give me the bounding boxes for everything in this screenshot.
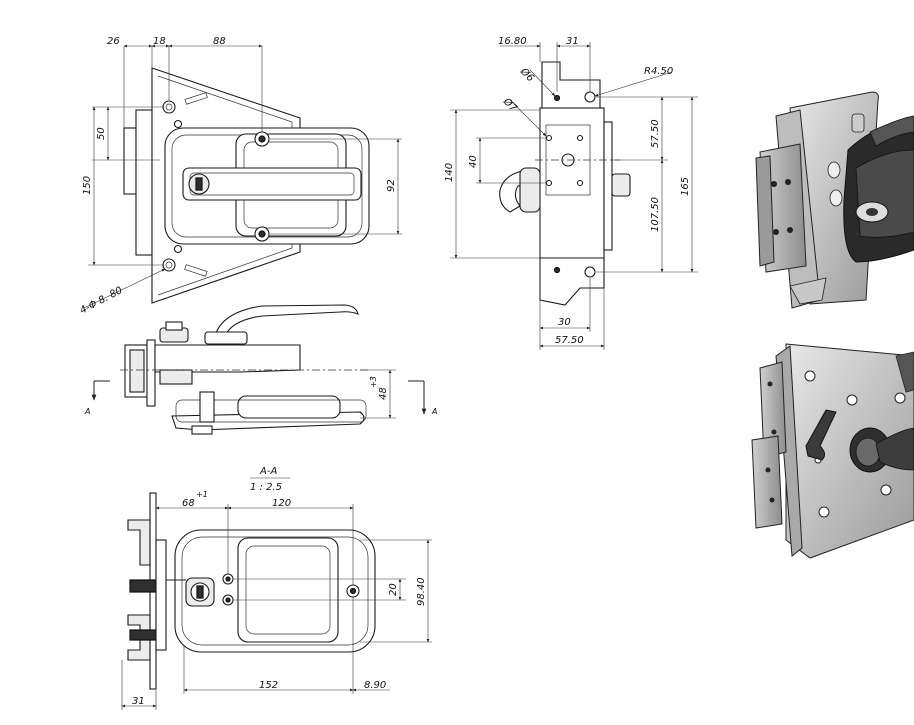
dim-16-80: 16.80 bbox=[498, 36, 527, 47]
back-flange bbox=[135, 109, 153, 256]
end-top-tab bbox=[541, 61, 601, 111]
dim-30: 30 bbox=[558, 317, 571, 328]
dim-31: 31 bbox=[132, 696, 145, 707]
dim-68: 68 bbox=[182, 498, 195, 509]
mount-hole bbox=[162, 100, 176, 114]
dim-57-50-h: 57.50 bbox=[555, 335, 584, 346]
dim-dia-6: Ø6 bbox=[517, 65, 536, 84]
dim-48-tol: +3 bbox=[369, 376, 378, 388]
dim-26: 26 bbox=[107, 36, 120, 47]
section-label-right: A bbox=[431, 407, 437, 416]
isometric-render-back bbox=[751, 343, 914, 559]
dim-88: 88 bbox=[213, 36, 226, 47]
end-view: 16.80 31 Ø6 Ø7 R4.50 57.50 107.50 165 14… bbox=[444, 36, 698, 350]
side-view: 48 +3 A A bbox=[84, 304, 437, 435]
section-title: A-A bbox=[259, 466, 277, 477]
end-bottom-tab bbox=[539, 257, 605, 306]
dim-40: 40 bbox=[468, 155, 479, 168]
side-handle bbox=[214, 304, 359, 337]
section-label-left: A bbox=[84, 407, 90, 416]
dim-holes: 4-Φ 8. 80 bbox=[78, 285, 124, 317]
dim-50: 50 bbox=[96, 127, 107, 140]
section-pocket bbox=[237, 537, 339, 643]
dim-end-31: 31 bbox=[566, 36, 579, 47]
dim-18: 18 bbox=[153, 36, 166, 47]
dim-92: 92 bbox=[386, 179, 397, 192]
dim-dia-7: Ø7 bbox=[500, 95, 520, 115]
section-scale: 1 : 2.5 bbox=[250, 482, 282, 493]
dim-57-50-v: 57.50 bbox=[650, 119, 661, 148]
mount-bracket bbox=[123, 127, 137, 195]
dim-68-tol: +1 bbox=[196, 490, 208, 499]
isometric-render-front bbox=[755, 91, 914, 309]
dim-8-90: 8.90 bbox=[364, 680, 386, 691]
dim-150: 150 bbox=[82, 176, 93, 195]
dim-165: 165 bbox=[680, 177, 691, 196]
top-view: 26 18 88 50 150 92 4-Φ 8. 80 bbox=[78, 36, 402, 317]
dim-48: 48 bbox=[378, 387, 389, 400]
dim-r4-50: R4.50 bbox=[644, 66, 673, 77]
dim-20: 20 bbox=[388, 583, 399, 596]
dim-98-40: 98.40 bbox=[416, 577, 427, 606]
dim-152: 152 bbox=[259, 680, 278, 691]
section-view: A-A 1 : 2.5 68 +1 120 bbox=[121, 466, 432, 710]
side-body bbox=[154, 344, 301, 373]
dim-120: 120 bbox=[272, 498, 291, 509]
dim-107-50: 107.50 bbox=[650, 197, 661, 232]
dim-140: 140 bbox=[444, 163, 455, 182]
handle-lever bbox=[182, 167, 362, 201]
